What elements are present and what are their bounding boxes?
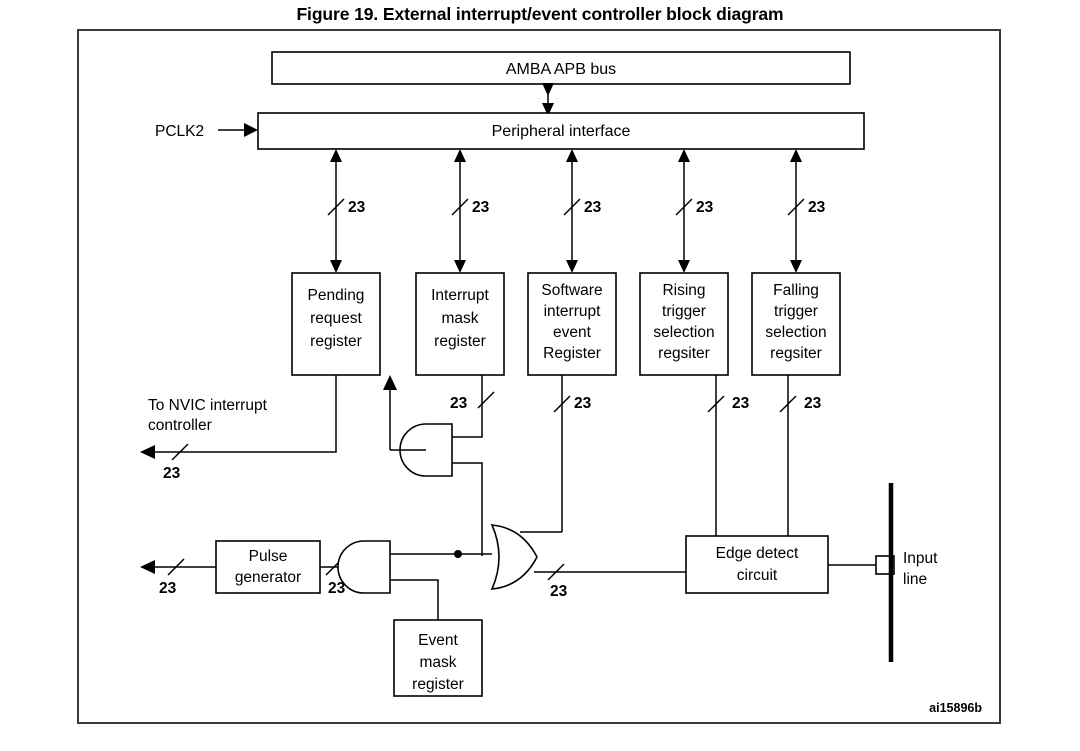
falling-trigger-bus-width-label: 23 bbox=[804, 395, 822, 412]
apb-to-interface-connector bbox=[542, 83, 554, 116]
rising-trigger-selection-register-block bbox=[639, 272, 729, 376]
event-mask-register-line1: Event bbox=[418, 632, 458, 649]
pclk2-arrow bbox=[218, 123, 258, 137]
pulse-generator-output-wire bbox=[140, 558, 216, 576]
software-interrupt-event-register-block bbox=[527, 272, 617, 376]
input-line-label-line1: Input bbox=[903, 550, 938, 567]
nvic-output-wire bbox=[140, 375, 337, 461]
bus-width-label-5: 23 bbox=[808, 199, 826, 216]
and-gate-bus-width-label: 23 bbox=[450, 395, 468, 412]
falling-trigger-selection-register-line2: trigger bbox=[774, 303, 818, 320]
falling-trigger-selection-register-line3: selection bbox=[765, 324, 826, 341]
event-mask-register-block bbox=[393, 619, 483, 697]
wire-junction-dot bbox=[454, 550, 462, 558]
or-gate-output-bus-width-label: 23 bbox=[550, 583, 568, 600]
rising-trigger-selection-register-line2: trigger bbox=[662, 303, 706, 320]
pulse-generator-line1: Pulse bbox=[249, 548, 288, 565]
pclk2-label: PCLK2 bbox=[155, 123, 204, 140]
to-nvic-label-line2: controller bbox=[148, 417, 212, 434]
pending-request-register-line1: Pending bbox=[308, 287, 365, 304]
falling-trigger-selection-register-block bbox=[751, 272, 841, 376]
interrupt-mask-register-line3: register bbox=[434, 333, 486, 350]
software-interrupt-event-register-line1: Software bbox=[541, 282, 602, 299]
bus-width-label-2: 23 bbox=[472, 199, 490, 216]
edge-detect-circuit-line2: circuit bbox=[737, 567, 778, 584]
amba-apb-bus-label: AMBA APB bus bbox=[506, 61, 616, 78]
falling-trigger-to-edge-detect-wire bbox=[779, 375, 797, 536]
to-nvic-label-line1: To NVIC interrupt bbox=[148, 397, 268, 414]
bus-interface-to-rising-trigger bbox=[675, 149, 693, 273]
and-gate-to-pending-request-wire bbox=[383, 375, 397, 451]
nvic-bus-width-label: 23 bbox=[163, 465, 181, 482]
rising-trigger-bus-width-label: 23 bbox=[732, 395, 750, 412]
figure-id-label: ai15896b bbox=[929, 701, 982, 715]
software-interrupt-event-register-line2: interrupt bbox=[544, 303, 602, 320]
pending-request-register-line3: register bbox=[310, 333, 362, 350]
interrupt-mask-register-block bbox=[415, 272, 505, 376]
event-mask-register-line3: register bbox=[412, 676, 464, 693]
pulse-generator-block bbox=[215, 540, 321, 594]
input-line-label-line2: line bbox=[903, 571, 927, 588]
interrupt-mask-register-line2: mask bbox=[441, 310, 478, 327]
edge-detect-circuit-block bbox=[685, 535, 829, 594]
falling-trigger-selection-register-line1: Falling bbox=[773, 282, 819, 299]
bus-interface-to-pending-request bbox=[327, 149, 345, 273]
peripheral-interface-block bbox=[257, 112, 865, 150]
peripheral-interface-label: Peripheral interface bbox=[492, 123, 631, 140]
rising-trigger-selection-register-line4: regsiter bbox=[658, 345, 710, 362]
rising-trigger-selection-register-line1: Rising bbox=[662, 282, 705, 299]
event-and-gate bbox=[337, 540, 492, 620]
diagram-frame bbox=[77, 29, 1001, 724]
software-interrupt-bus-width-label: 23 bbox=[574, 395, 592, 412]
pending-request-register-line2: request bbox=[310, 310, 362, 327]
interrupt-and-gate bbox=[396, 375, 495, 556]
amba-apb-bus-block bbox=[271, 51, 851, 85]
interrupt-mask-register-line1: Interrupt bbox=[431, 287, 489, 304]
pulse-generator-input-bus-width-label: 23 bbox=[328, 580, 346, 597]
software-interrupt-event-register-line4: Register bbox=[543, 345, 601, 362]
bus-width-label-1: 23 bbox=[348, 199, 366, 216]
bus-width-label-4: 23 bbox=[696, 199, 714, 216]
bus-interface-to-falling-trigger bbox=[787, 149, 805, 273]
figure-title: Figure 19. External interrupt/event cont… bbox=[296, 4, 784, 24]
software-interrupt-event-register-line3: event bbox=[553, 324, 592, 341]
falling-trigger-selection-register-line4: regsiter bbox=[770, 345, 822, 362]
rising-trigger-to-edge-detect-wire bbox=[707, 375, 725, 536]
pulse-generator-line2: generator bbox=[235, 569, 301, 586]
bus-interface-to-software-interrupt bbox=[563, 149, 581, 273]
software-interrupt-to-or-wire bbox=[553, 375, 571, 532]
edge-detect-circuit-line1: Edge detect bbox=[716, 545, 799, 562]
bus-width-label-3: 23 bbox=[584, 199, 602, 216]
event-mask-register-line2: mask bbox=[419, 654, 456, 671]
pulse-generator-output-bus-width-label: 23 bbox=[159, 580, 177, 597]
bus-interface-to-interrupt-mask bbox=[451, 149, 469, 273]
rising-trigger-selection-register-line3: selection bbox=[653, 324, 714, 341]
event-or-gate bbox=[490, 524, 686, 590]
